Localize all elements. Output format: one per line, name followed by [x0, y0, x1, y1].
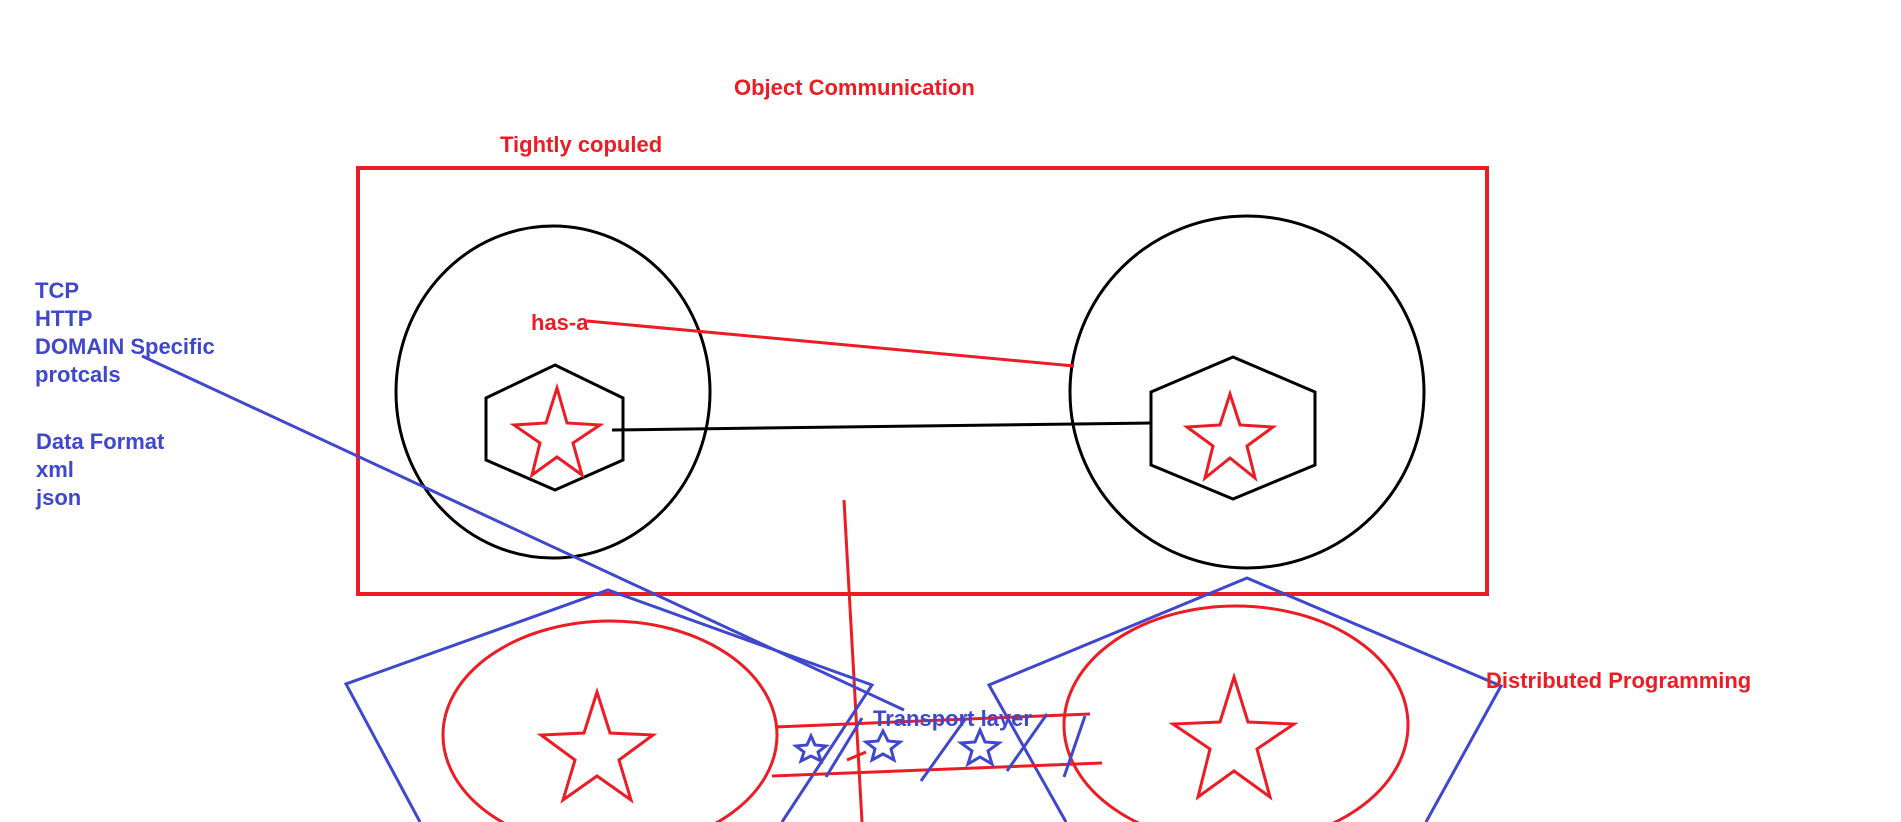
left-object-circle: [394, 224, 712, 560]
transport-layer-label: Transport layer: [873, 706, 1032, 731]
right-object-circle: [1068, 214, 1426, 570]
protocol-item: protcals: [35, 362, 121, 387]
transport-pipe-small-mark: [846, 750, 867, 762]
transport-pipe-top: [774, 712, 1091, 729]
protocol-item: DOMAIN Specific: [35, 334, 215, 359]
right-pentagon: [986, 576, 1504, 822]
tightly-coupled-label: Tightly copuled: [500, 132, 662, 157]
diagram-title: Object Communication: [734, 75, 975, 100]
distributed-programming-label: Distributed Programming: [1486, 668, 1751, 693]
data-format-item: xml: [36, 457, 74, 482]
left-distributed-star: [536, 687, 658, 804]
has-a-label: has-a: [531, 310, 589, 335]
pipe-slash-1: [824, 717, 864, 778]
transport-pipe-bottom: [771, 761, 1103, 778]
right-distributed-object-ellipse: [1062, 604, 1410, 822]
right-object-star: [1182, 389, 1278, 482]
has-a-line: [586, 319, 1075, 368]
data-format-item: json: [35, 485, 81, 510]
right-hexagon: [1149, 355, 1317, 501]
left-pentagon: [343, 588, 875, 822]
protocol-item: HTTP: [35, 306, 92, 331]
pipe-slash-2: [919, 717, 968, 782]
pipe-slash-4: [1062, 715, 1087, 778]
pipe-slash-3: [1005, 713, 1049, 772]
pipe-star-3: [956, 726, 1004, 768]
right-distributed-star: [1168, 671, 1299, 801]
protocol-item: TCP: [35, 278, 79, 303]
protocol-pointer-line: [141, 354, 905, 712]
left-hexagon: [484, 363, 625, 492]
pipe-star-1: [791, 732, 831, 764]
object-connection-line: [611, 421, 1152, 432]
left-object-star: [509, 382, 605, 479]
left-distributed-object-ellipse: [441, 619, 779, 822]
pipe-star-2: [862, 727, 904, 764]
tightly-coupled-box: [356, 166, 1489, 596]
data-format-heading: Data Format: [36, 429, 165, 454]
center-divider-line: [842, 499, 864, 822]
